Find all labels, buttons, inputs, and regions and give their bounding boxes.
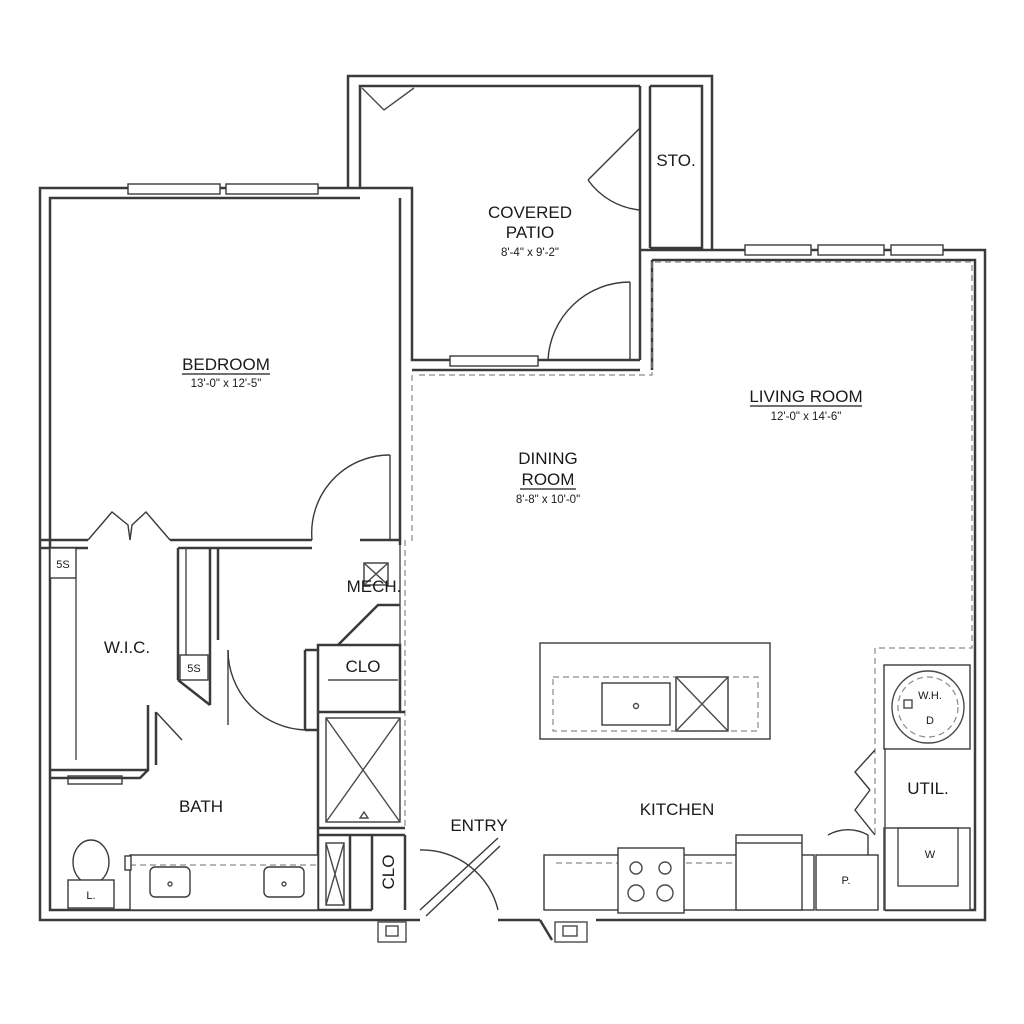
water-heater-label: W.H. bbox=[918, 690, 942, 702]
interior-walls bbox=[40, 538, 407, 910]
closet-shelving bbox=[325, 562, 389, 906]
pantry-label: P. bbox=[842, 875, 851, 887]
living-room-dimensions: 12'-0" x 14'-6" bbox=[771, 411, 842, 423]
bath-fixtures bbox=[67, 839, 319, 911]
kitchen-label: KITCHEN bbox=[640, 800, 715, 819]
fixture-labels: 5S 5S W.H. D W P. L. bbox=[56, 559, 942, 902]
dining-label-line1: DINING bbox=[518, 449, 578, 468]
kitchen-island bbox=[539, 642, 771, 740]
entry-label: ENTRY bbox=[450, 816, 507, 835]
bedroom-label: BEDROOM bbox=[182, 355, 270, 374]
washer-label: W bbox=[925, 849, 936, 861]
closet-entry-label: CLO bbox=[379, 855, 398, 890]
dining-label-line2: ROOM bbox=[522, 470, 575, 489]
dryer-label: D bbox=[926, 715, 934, 727]
closet-hall-label: CLO bbox=[346, 657, 381, 676]
utility-fixtures bbox=[883, 664, 971, 911]
doors bbox=[87, 87, 876, 917]
windows bbox=[67, 183, 944, 785]
patio-label-line1: COVERED bbox=[488, 203, 572, 222]
patio-label-line2: PATIO bbox=[506, 223, 555, 242]
utility-label: UTIL. bbox=[907, 779, 949, 798]
bath-label: BATH bbox=[179, 797, 223, 816]
living-room-label: LIVING ROOM bbox=[749, 387, 862, 406]
wic-label: W.I.C. bbox=[104, 638, 150, 657]
bedroom-dimensions: 13'-0" x 12'-5" bbox=[191, 378, 262, 390]
shower bbox=[325, 717, 401, 823]
linen-label: L. bbox=[86, 890, 95, 902]
storage-label: STO. bbox=[656, 151, 695, 170]
room-labels: COVERED PATIO 8'-4" x 9'-2" STO. BEDROOM… bbox=[104, 151, 949, 889]
shelf-label-bath: 5S bbox=[187, 663, 200, 675]
mech-label: MECH. bbox=[347, 577, 402, 596]
kitchen-counter bbox=[543, 834, 879, 914]
dining-dimensions: 8'-8" x 10'-0" bbox=[516, 494, 580, 506]
patio-dimensions: 8'-4" x 9'-2" bbox=[501, 247, 559, 259]
dashed-lines bbox=[404, 261, 973, 835]
shelf-label-wic: 5S bbox=[56, 559, 69, 571]
